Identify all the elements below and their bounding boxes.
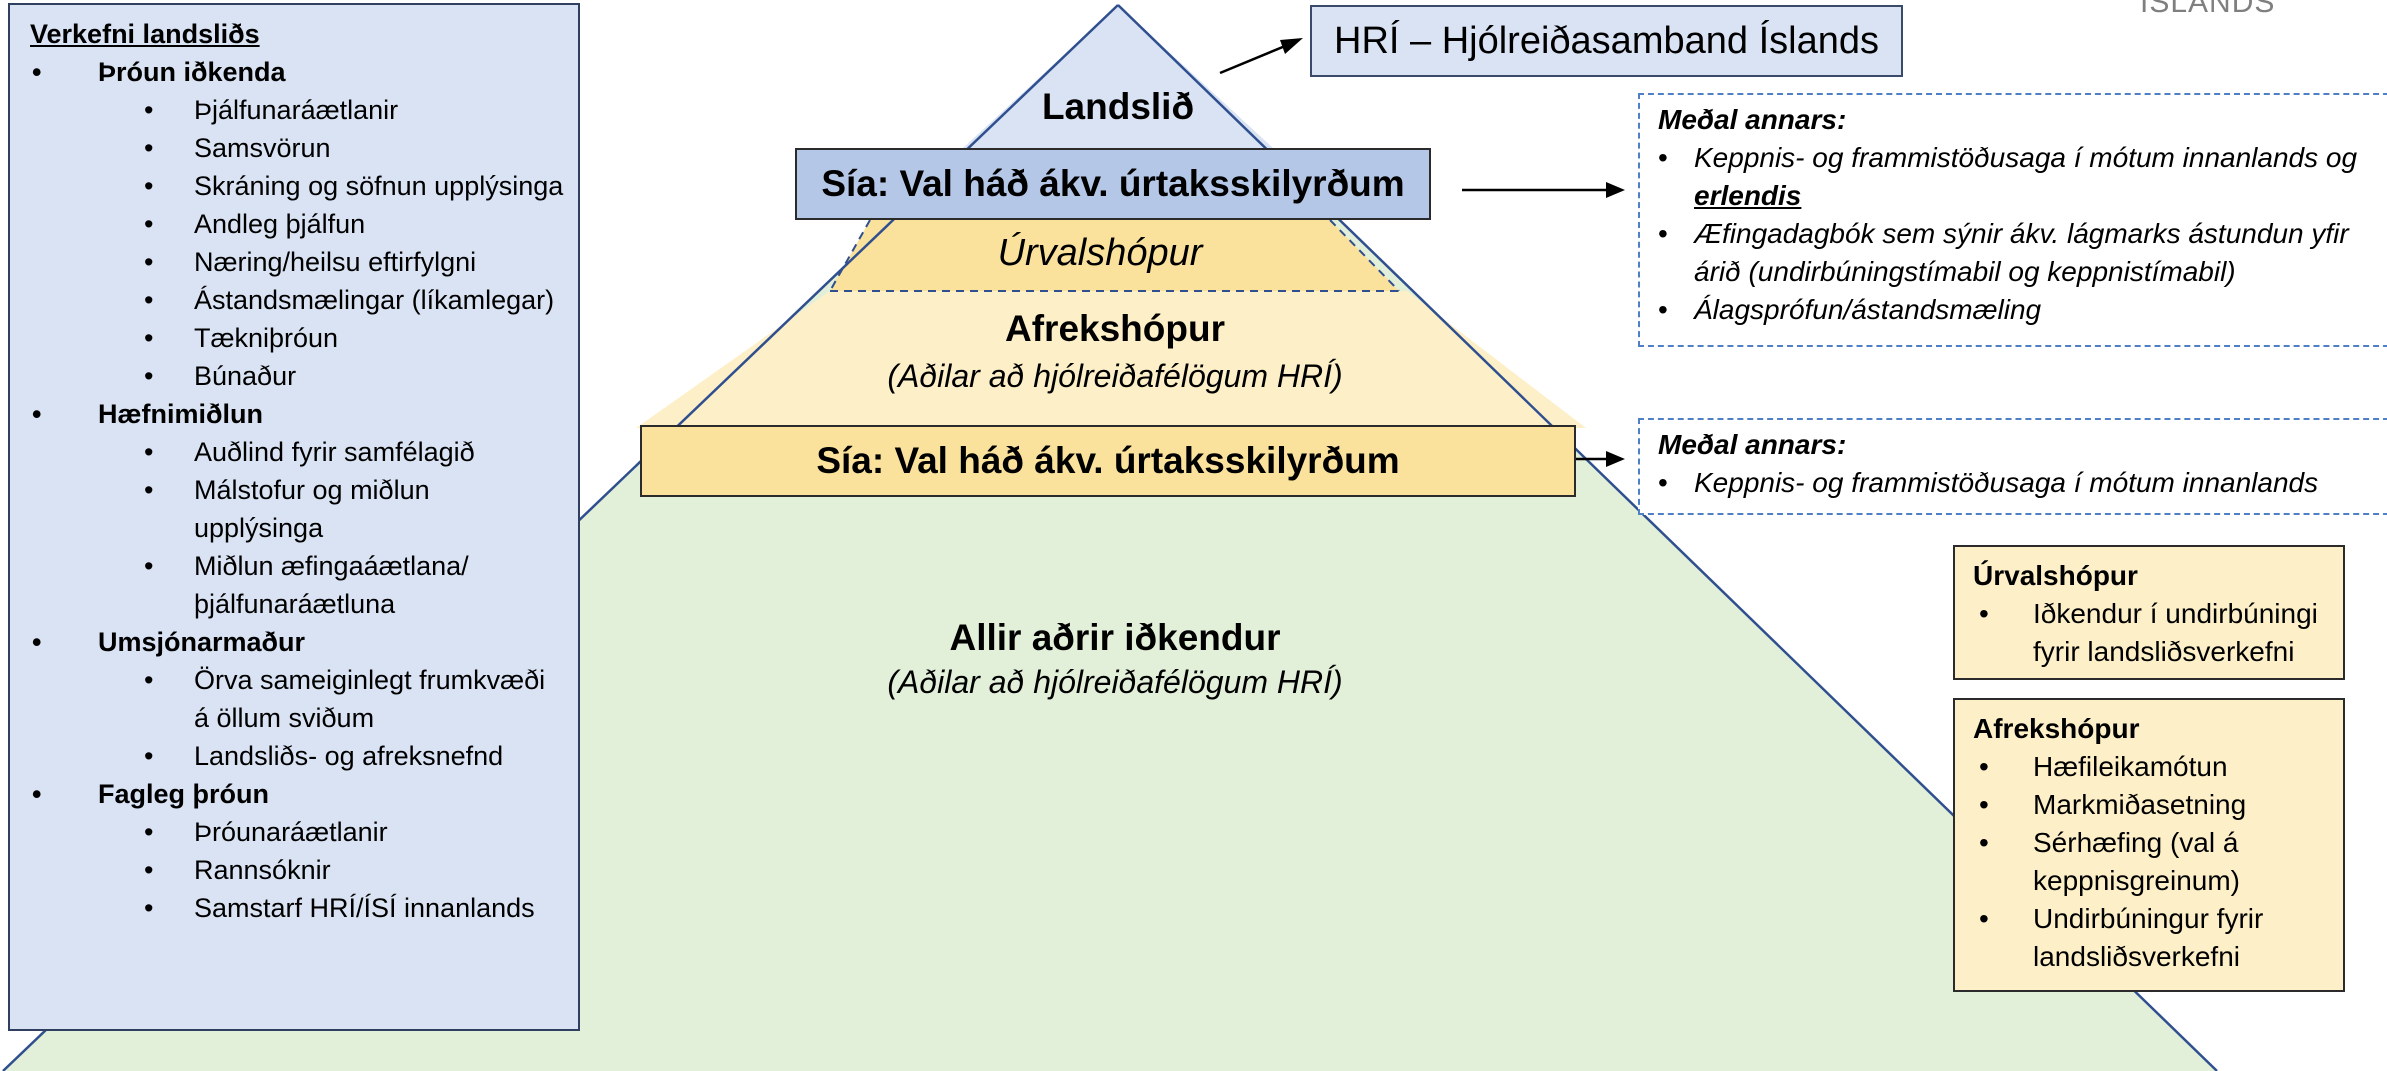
list-item: Búnaður — [30, 357, 566, 395]
list-item: Sérhæfing (val á keppnisgreinum) — [1973, 824, 2331, 900]
elite-info-box: Afrekshópur Hæfileikamótun Markmiðasetni… — [1953, 698, 2345, 992]
list-item: Undirbúningur fyrir landsliðsverkefni — [1973, 900, 2331, 976]
criteria-top-heading: Meðal annars: — [1658, 104, 1847, 135]
section-athlete-development: Þróun iðkenda — [30, 53, 566, 91]
list-item: Keppnis- og frammistöðusaga í mótum inna… — [1658, 464, 2377, 502]
pyramid-top-tier — [963, 5, 1273, 148]
task-list: Þróun iðkenda Þjálfunaráætlanir Samsvöru… — [30, 53, 566, 927]
pyramid-selection-tier — [830, 220, 1399, 291]
list-item: Andleg þjálfun — [30, 205, 566, 243]
panel-title: Verkefni landsliðs — [30, 19, 260, 49]
criteria-top-list: Keppnis- og frammistöðusaga í mótum inna… — [1658, 139, 2377, 329]
criteria-bottom-box: Meðal annars: Keppnis- og frammistöðusag… — [1638, 418, 2387, 515]
selection-right-dash — [1329, 219, 1400, 292]
pyramid-elite-tier — [636, 291, 1586, 428]
corner-logo-fragment: ISLANDS — [2140, 0, 2276, 19]
list-item: Samstarf HRÍ/ÍSÍ innanlands — [30, 889, 566, 927]
national-team-label: Landslið — [1041, 86, 1195, 127]
criteria-top-box: Meðal annars: Keppnis- og frammistöðusag… — [1638, 93, 2387, 347]
list-item: Miðlun æfingaáætlana/ þjálfunaráætluna — [30, 547, 566, 623]
list-item: Þjálfunaráætlanir — [30, 91, 566, 129]
section-knowledge-sharing: Hæfnimiðlun — [30, 395, 566, 433]
hri-federation-box: HRÍ – Hjólreiðasamband Íslands — [1310, 5, 1903, 77]
elite-group-sub: (Aðilar að hjólreiðafélögum HRÍ) — [887, 358, 1343, 394]
filter-bottom-box: Sía: Val háð ákv. úrtaksskilyrðum — [640, 425, 1576, 497]
selection-group-label: Úrvalshópur — [997, 232, 1203, 274]
criteria-emphasis: erlendis — [1694, 180, 1802, 211]
selection-info-box: Úrvalshópur Iðkendur í undirbúningi fyri… — [1953, 545, 2345, 680]
elite-info-list: Hæfileikamótun Markmiðasetning Sérhæfing… — [1973, 748, 2331, 976]
elite-group-label: Afrekshópur — [1005, 308, 1225, 349]
criteria-bottom-heading: Meðal annars: — [1658, 429, 1847, 460]
list-item: Málstofur og miðlun upplýsinga — [30, 471, 566, 547]
list-item: Ástandsmælingar (líkamlegar) — [30, 281, 566, 319]
list-item: Keppnis- og frammistöðusaga í mótum inna… — [1658, 139, 2377, 215]
list-item: Þróunaráætlanir — [30, 813, 566, 851]
list-item: Iðkendur í undirbúningi fyrir landsliðsv… — [1973, 595, 2331, 671]
section-coordinator: Umsjónarmaður — [30, 623, 566, 661]
section-professional-development: Fagleg þróun — [30, 775, 566, 813]
list-item: Örva sameiginlegt frumkvæði á öllum svið… — [30, 661, 566, 737]
criteria-item-text: Keppnis- og frammistöðusaga í mótum inna… — [1694, 142, 2358, 173]
list-item: Álagsprófun/ástandsmæling — [1658, 291, 2377, 329]
elite-info-heading: Afrekshópur — [1973, 713, 2140, 744]
national-team-tasks-panel: Verkefni landsliðs Þróun iðkenda Þjálfun… — [8, 3, 580, 1031]
list-item: Tækniþróun — [30, 319, 566, 357]
base-group-sub: (Aðilar að hjólreiðafélögum HRÍ) — [887, 664, 1343, 700]
list-item: Skráning og söfnun upplýsinga — [30, 167, 566, 205]
list-item: Hæfileikamótun — [1973, 748, 2331, 786]
criteria-bottom-list: Keppnis- og frammistöðusaga í mótum inna… — [1658, 464, 2377, 502]
list-item: Næring/heilsu eftirfylgni — [30, 243, 566, 281]
list-item: Samsvörun — [30, 129, 566, 167]
arrow-to-hri — [1219, 38, 1303, 75]
selection-info-list: Iðkendur í undirbúningi fyrir landsliðsv… — [1973, 595, 2331, 671]
list-item: Markmiðasetning — [1973, 786, 2331, 824]
base-group-label: Allir aðrir iðkendur — [949, 617, 1281, 658]
list-item: Landsliðs- og afreksnefnd — [30, 737, 566, 775]
filter-top-box: Sía: Val háð ákv. úrtaksskilyrðum — [795, 148, 1431, 220]
selection-info-heading: Úrvalshópur — [1973, 560, 2138, 591]
arrow-to-criteria-top — [1462, 182, 1625, 198]
list-item: Æfingadagbók sem sýnir ákv. lágmarks ást… — [1658, 215, 2377, 291]
list-item: Rannsóknir — [30, 851, 566, 889]
list-item: Auðlind fyrir samfélagið — [30, 433, 566, 471]
